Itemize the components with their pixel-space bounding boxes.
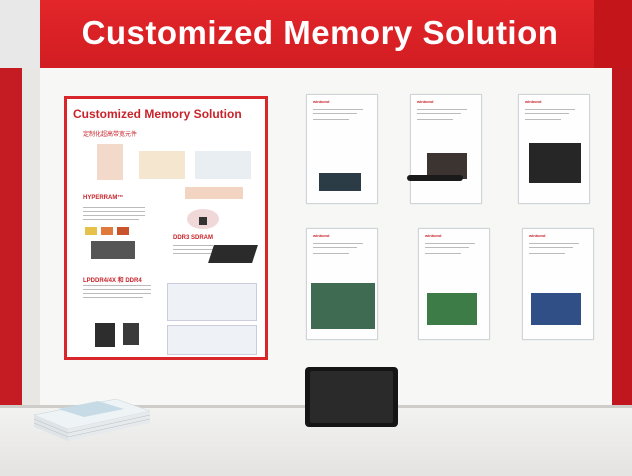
poster-diagram-block (139, 151, 185, 179)
brochure-cover-image (58, 401, 124, 417)
poster-diagram-block (195, 151, 251, 179)
product-board (427, 293, 477, 325)
brochure-stack (33, 398, 151, 441)
product-text-line (525, 113, 569, 114)
product-text-line (417, 119, 453, 120)
poster-lpddr-heading: LPDDR4/4X 和 DDR4 (83, 278, 142, 284)
product-board (319, 173, 361, 191)
poster-text-line (83, 215, 145, 216)
poster-chip (199, 217, 207, 225)
header-banner (0, 0, 632, 68)
brochure-side (68, 411, 150, 441)
brochure-page-line (67, 418, 151, 438)
poster-icon (101, 227, 113, 235)
product-text-line (313, 113, 357, 114)
poster-text-line (83, 289, 151, 290)
product-panel: winbond (407, 94, 482, 204)
product-logo: winbond (313, 99, 330, 104)
poster-text-line (83, 211, 145, 212)
poster-text-line (173, 245, 213, 246)
product-panel: winbond (306, 94, 378, 204)
product-logo: winbond (313, 233, 330, 238)
poster-diagram-block (97, 144, 123, 180)
product-text-line (529, 247, 573, 248)
product-cable (407, 175, 463, 181)
product-text-line (417, 113, 461, 114)
product-board (531, 293, 581, 325)
product-text-line (425, 243, 475, 244)
product-panel: winbond (418, 228, 490, 340)
poster-icon (117, 227, 129, 235)
product-text-line (313, 109, 363, 110)
banner-right-pillar (594, 0, 632, 68)
product-text-line (417, 109, 467, 110)
poster-diagram-block (185, 187, 243, 199)
poster-text-line (173, 249, 213, 250)
poster-text-line (83, 285, 151, 286)
product-text-line (525, 109, 575, 110)
banner-left-pillar (0, 0, 40, 68)
product-logo: winbond (417, 99, 434, 104)
left-wall (0, 68, 22, 476)
poster: Customized Memory Solution 定制化超高带宽元件 HYP… (64, 96, 268, 360)
brochure-page-line (33, 418, 69, 434)
product-text-line (425, 253, 461, 254)
poster-chip-row (91, 241, 135, 259)
poster-ddr3-chip (208, 245, 258, 263)
tablet-screen (310, 371, 393, 423)
poster-text-line (83, 297, 143, 298)
product-panel: winbond (306, 228, 378, 340)
poster-chip (123, 323, 139, 345)
poster-text-line (83, 219, 139, 220)
poster-table (167, 283, 257, 321)
brochure-side (34, 415, 68, 441)
product-logo: winbond (525, 99, 542, 104)
poster-text-line (173, 253, 213, 254)
poster-hyperram-heading: HYPERRAM™ (83, 195, 124, 201)
poster-text-line (83, 207, 145, 208)
product-logo: winbond (425, 233, 442, 238)
product-text-line (313, 243, 363, 244)
poster-title: Customized Memory Solution (73, 107, 242, 121)
poster-icon (85, 227, 97, 235)
product-board (529, 143, 581, 183)
poster-ddr3-heading: DDR3 SDRAM (173, 235, 214, 241)
product-board (311, 283, 375, 329)
product-text-line (425, 247, 469, 248)
poster-subtitle: 定制化超高带宽元件 (83, 132, 138, 138)
product-board (427, 153, 467, 179)
left-wall-inner (22, 68, 40, 476)
poster-table (167, 325, 257, 355)
product-text-line (313, 119, 349, 120)
product-text-line (525, 119, 561, 120)
product-panel: winbond (518, 94, 590, 204)
right-wall (612, 68, 632, 476)
product-logo: winbond (529, 233, 546, 238)
product-panel: winbond (522, 228, 594, 340)
brochure-page-line (33, 422, 69, 438)
poster-text-line (83, 293, 151, 294)
product-text-line (313, 247, 357, 248)
banner-title: Customized Memory Solution (81, 14, 559, 51)
product-text-line (313, 253, 349, 254)
poster-chip (95, 323, 115, 347)
product-text-line (529, 243, 579, 244)
brochure-page-line (67, 414, 151, 434)
product-text-line (529, 253, 565, 254)
